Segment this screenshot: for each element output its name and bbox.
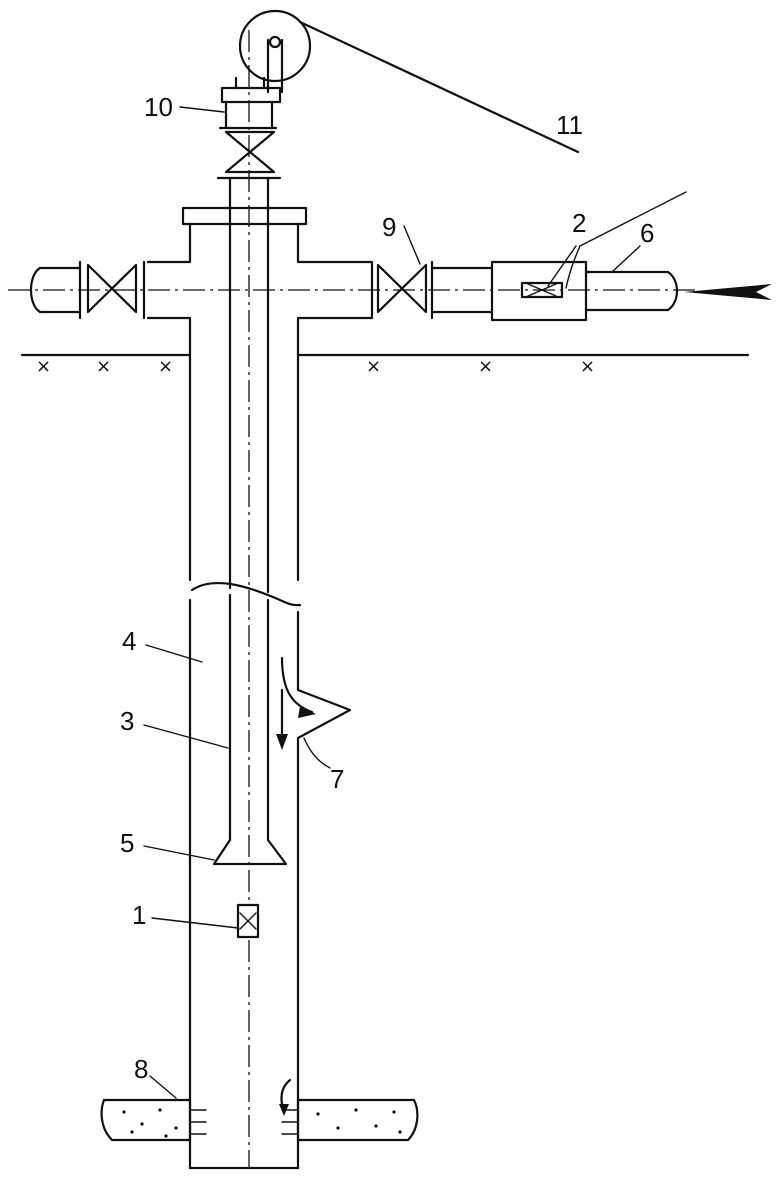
- label-11: 11: [556, 110, 583, 140]
- ground-mark: ×: [478, 356, 493, 377]
- ground-mark: ×: [96, 356, 111, 377]
- casing-upper: [146, 222, 374, 582]
- label-10: 10: [144, 92, 173, 122]
- break-line: [190, 582, 302, 607]
- inflow-arrow: [684, 284, 772, 300]
- down-arrow: [276, 734, 288, 750]
- label-2: 2: [572, 208, 586, 238]
- label-8: 8: [134, 1054, 148, 1084]
- ground-mark: ×: [366, 356, 381, 377]
- lubricator: [218, 76, 282, 130]
- cable-line: [298, 20, 580, 154]
- label-4: 4: [122, 626, 136, 656]
- label-6: 6: [640, 218, 654, 248]
- ground-mark: ×: [580, 356, 595, 377]
- ground-mark: ×: [36, 356, 51, 377]
- inlet-pipe: [584, 270, 772, 312]
- deflector: [276, 656, 352, 750]
- ground-mark: ×: [158, 356, 173, 377]
- pulley: [238, 9, 580, 154]
- right-flow-line: [370, 260, 494, 320]
- label-9: 9: [382, 212, 396, 242]
- formation: [100, 1078, 419, 1142]
- ground-line: × × × × × ×: [20, 353, 750, 377]
- label-7: 7: [330, 764, 344, 794]
- flow-meter: [490, 260, 588, 322]
- tubing: [212, 206, 288, 866]
- label-1: 1: [132, 900, 146, 930]
- funnel: [212, 838, 288, 866]
- wellhead-flange: [181, 206, 308, 226]
- leader-lines: [143, 106, 687, 1099]
- label-5: 5: [120, 828, 134, 858]
- label-3: 3: [120, 706, 134, 736]
- casing-lower: [188, 598, 300, 1170]
